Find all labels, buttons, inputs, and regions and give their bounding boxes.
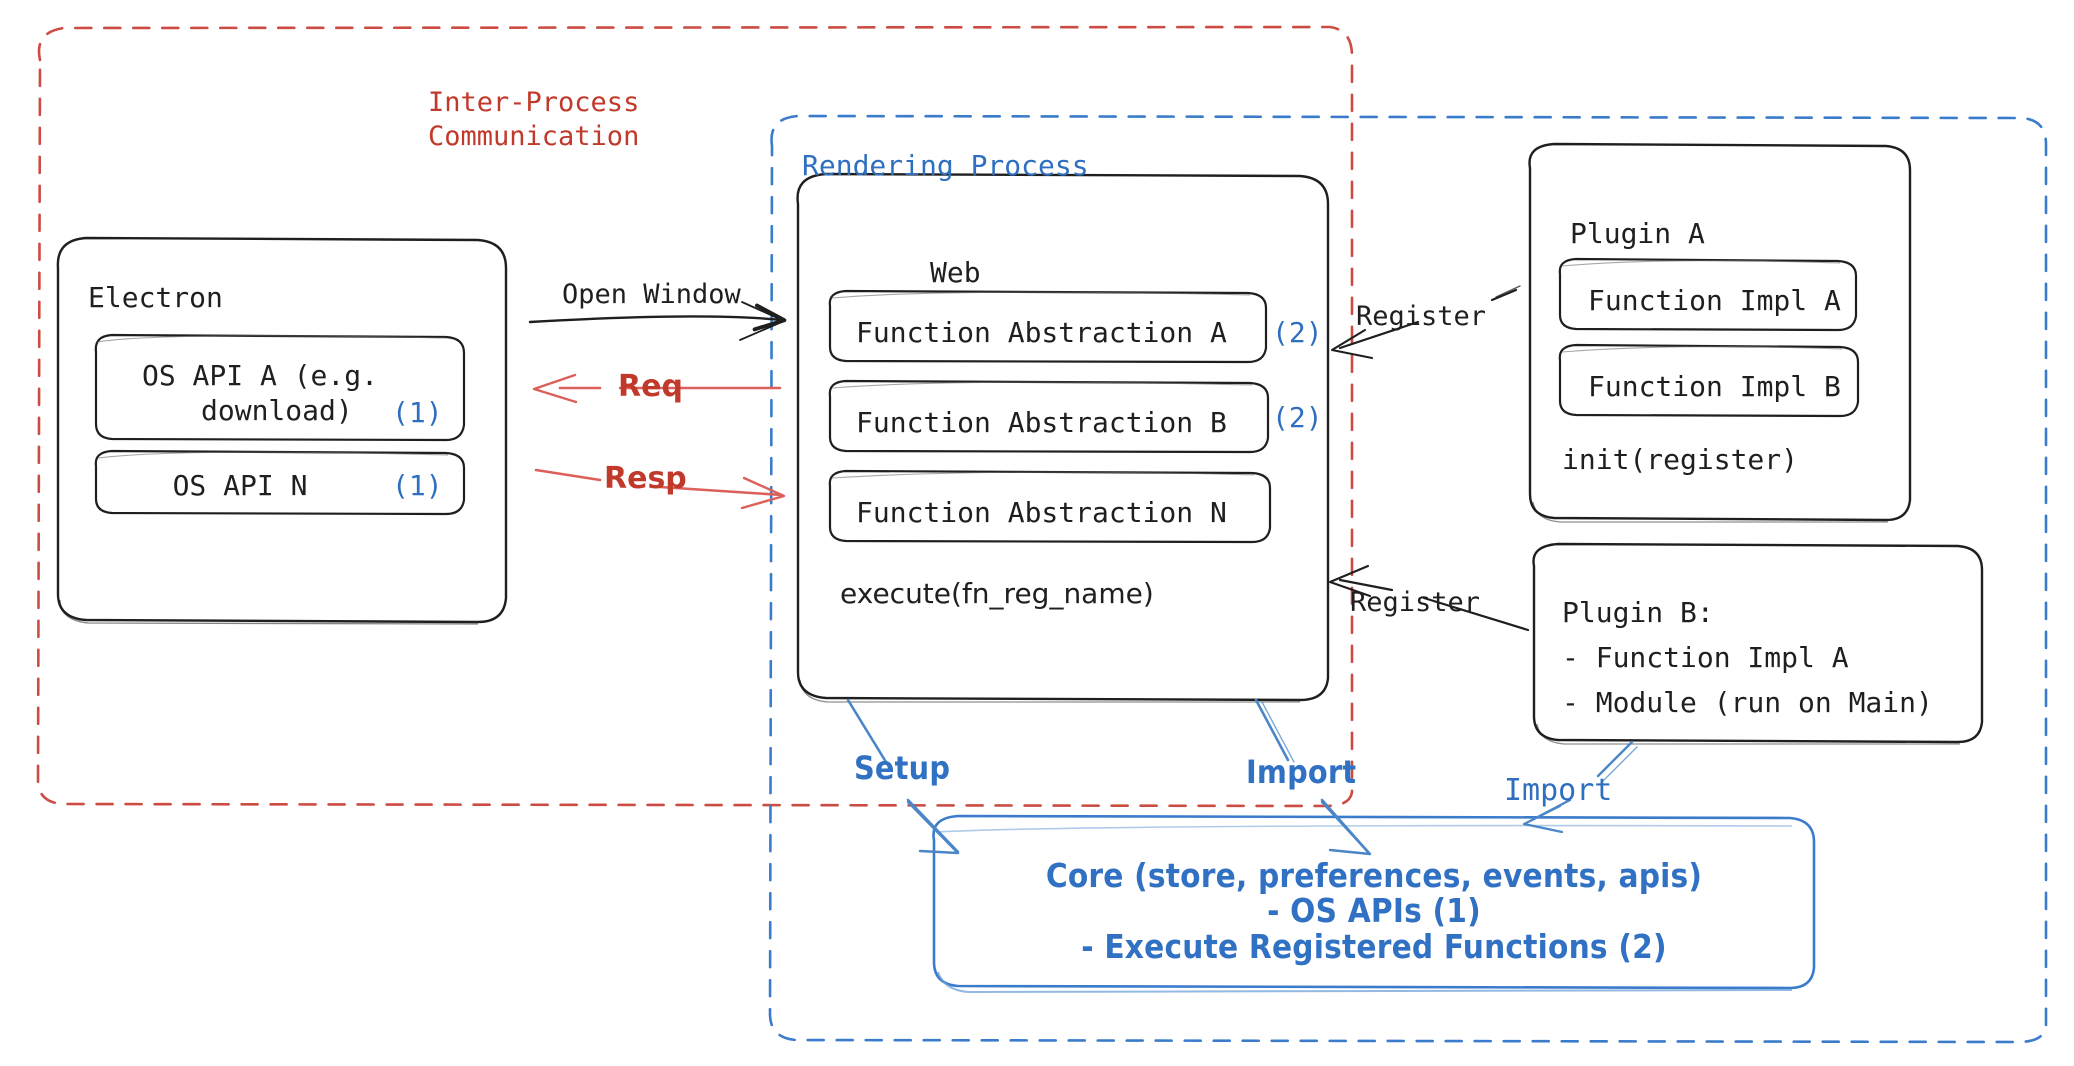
arrow-import-web	[1254, 698, 1372, 856]
function-abstraction-b-marker: (2)	[1272, 401, 1323, 434]
plugin-b-item-function-impl-a: - Function Impl A	[1562, 641, 1849, 674]
os-api-n-pill-outline	[94, 449, 466, 516]
function-impl-b-label: Function Impl B	[1588, 370, 1841, 403]
web-execute-footer: execute(fn_reg_name)	[840, 577, 1154, 610]
arrow-setup	[846, 698, 960, 855]
plugin-a-box-outline	[1528, 142, 1912, 523]
function-abstraction-n-label: Function Abstraction N	[856, 496, 1227, 529]
group-label-rendering-process: Rendering Process	[802, 149, 1089, 182]
arrow-label-req: Req	[618, 369, 683, 404]
core-execute-line: - Execute Registered Functions (2)	[1081, 927, 1667, 966]
function-impl-a-pill-outline	[1558, 257, 1858, 332]
os-api-a-pill-outline	[94, 333, 466, 442]
group-ipc-boundary	[36, 25, 1354, 808]
core-box-outline	[932, 814, 1816, 994]
arrow-label-resp: Resp	[604, 461, 687, 496]
arrow-open-window	[528, 301, 787, 341]
group-rendering-boundary	[768, 114, 2048, 1044]
arrow-label-register-plugin-a: Register	[1356, 301, 1487, 332]
plugin-b-box-outline	[1532, 542, 1984, 745]
plugin-a-init-footer: init(register)	[1562, 443, 1799, 476]
arrow-import-plugin-b	[1522, 740, 1638, 834]
function-abstraction-a-label: Function Abstraction A	[856, 316, 1227, 349]
arrow-label-open-window: Open Window	[562, 279, 741, 310]
function-abstraction-a-pill-outline	[828, 289, 1268, 364]
arrow-label-import-web: Import	[1246, 753, 1357, 791]
os-api-a-marker: (1)	[392, 396, 443, 429]
function-abstraction-b-label: Function Abstraction B	[856, 406, 1227, 439]
os-api-a-label: OS API A (e.g. download)	[141, 359, 378, 427]
core-title-line: Core (store, preferences, events, apis)	[1045, 856, 1703, 895]
function-abstraction-a-marker: (2)	[1272, 316, 1323, 349]
function-abstraction-b-pill-outline	[828, 379, 1270, 454]
arrow-label-setup: Setup	[854, 749, 951, 787]
arrow-req	[532, 373, 782, 404]
group-label-ipc: Inter-Process Communication	[428, 87, 640, 152]
arrow-label-register-plugin-b: Register	[1350, 587, 1481, 618]
os-api-n-label: OS API N	[172, 469, 308, 502]
function-abstraction-n-pill-outline	[828, 469, 1272, 544]
arrow-label-import-plugin-b: Import	[1504, 773, 1613, 808]
arrow-resp	[534, 468, 786, 510]
os-api-n-marker: (1)	[392, 469, 443, 502]
plugin-a-title: Plugin A	[1570, 217, 1705, 250]
web-box-title: Web	[930, 256, 981, 289]
function-impl-a-label: Function Impl A	[1588, 284, 1841, 317]
plugin-b-title: Plugin B:	[1562, 596, 1714, 629]
arrow-register-plugin-b	[1328, 564, 1530, 632]
core-os-apis-line: - OS APIs (1)	[1267, 891, 1481, 930]
function-impl-b-pill-outline	[1558, 343, 1860, 418]
plugin-b-item-module: - Module (run on Main)	[1562, 686, 1933, 719]
arrow-register-plugin-a	[1330, 285, 1521, 360]
electron-box-title: Electron	[88, 281, 223, 314]
